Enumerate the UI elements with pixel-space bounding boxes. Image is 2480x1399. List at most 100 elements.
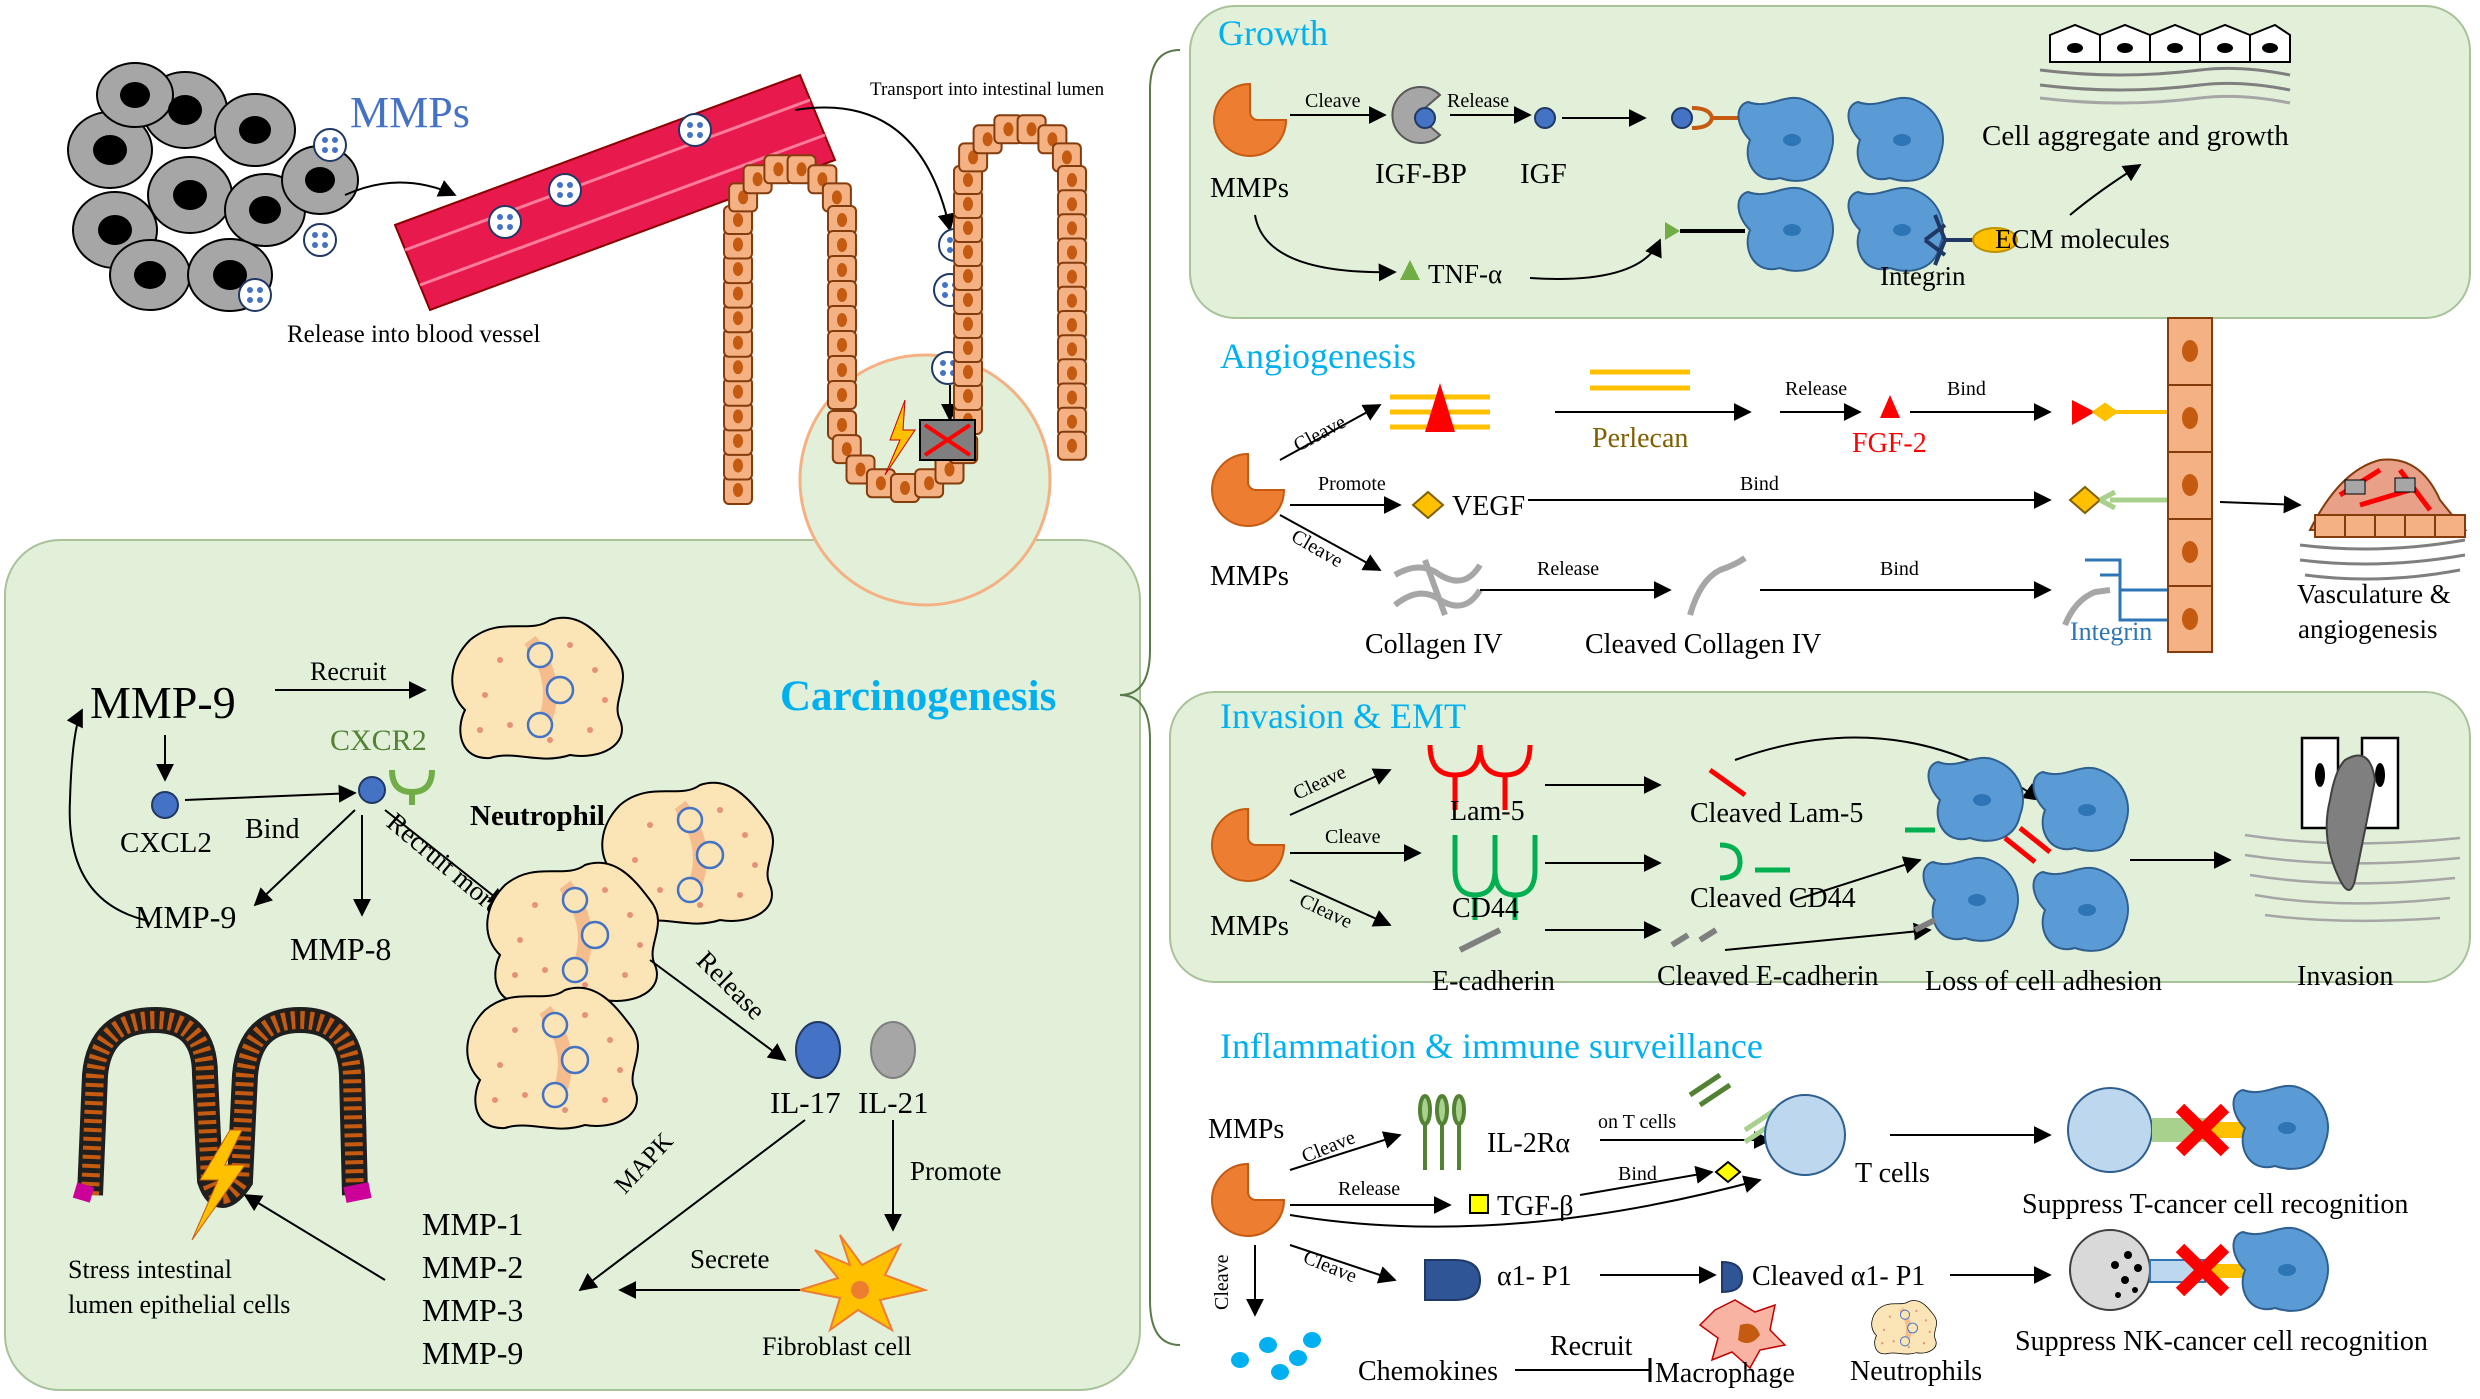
growth-title: Growth [1218, 13, 1328, 53]
growth-cell-2 [1847, 96, 1944, 182]
stress-label-1: Stress intestinal [68, 1255, 232, 1284]
cd44-label: CD44 [1452, 893, 1519, 924]
tgfb-square [1469, 1194, 1489, 1214]
inflam-cleave1-label: Cleave [1299, 1126, 1359, 1167]
crypt-epithelial-cell [827, 280, 857, 310]
angio-bind2-label: Bind [1740, 473, 1779, 495]
igfbp-label: IGF-BP [1375, 158, 1467, 190]
angio-bind3-label: Bind [1880, 558, 1919, 580]
cxcl2-ball [151, 791, 179, 819]
invasion-panel [1169, 691, 2471, 983]
neutrophil-3 [487, 863, 658, 1004]
inflam-bind-label: Bind [1618, 1163, 1657, 1185]
t-cell [1764, 1094, 1846, 1176]
invasion-cleave2-label: Cleave [1325, 826, 1381, 848]
invasion-mmps-label: MMPs [1210, 910, 1289, 942]
mmp8-label: MMP-8 [290, 931, 391, 967]
stress-label-2: lumen epithelial cells [68, 1290, 290, 1319]
brace [1119, 49, 1181, 1346]
neutrophils-label: Neutrophils [1850, 1356, 1982, 1387]
cxcl2-label: CXCL2 [120, 827, 212, 859]
collagen-iv-shape [1393, 558, 1483, 617]
vasculature-label-2: angiogenesis [2298, 614, 2437, 644]
il21-ball [870, 1021, 916, 1079]
cleaved-lam5-label: Cleaved Lam-5 [1690, 798, 1863, 829]
angio-mmps-label: MMPs [1210, 560, 1289, 592]
inflam-cleave-down-label: Cleave [1211, 1254, 1233, 1310]
invasion-cell-3 [1922, 856, 2019, 942]
crypt-epithelial-cell [827, 205, 857, 235]
chemokine-dots [1231, 1332, 1321, 1380]
ecad-shape [1458, 927, 1502, 953]
invasion-icon [2244, 736, 2461, 923]
growth-cell-3 [1737, 186, 1834, 272]
cxcr2-label: CXCR2 [330, 724, 427, 757]
vasculature-icon [2299, 458, 2468, 581]
inflam-recruit-label: Recruit [1550, 1331, 1633, 1362]
cleaved-ecad-label: Cleaved E-cadherin [1657, 961, 1879, 992]
t-cells-label: T cells [1855, 1158, 1930, 1189]
fgf2-label: FGF-2 [1852, 428, 1927, 459]
growth-cell-1 [1737, 96, 1834, 182]
a1p1-label: α1- P1 [1497, 1261, 1572, 1292]
invasion-cell-1 [1927, 756, 2024, 842]
crypt-epithelial-cell [827, 305, 857, 335]
tnf-triangle [1400, 260, 1420, 280]
loss-adhesion-label: Loss of cell adhesion [1925, 966, 2162, 997]
angio-bind1-label: Bind [1947, 378, 1986, 400]
invasion-label: Invasion [2297, 961, 2393, 992]
mmp-list-1: MMP-1 [422, 1206, 523, 1242]
cxcl2-bound-ball [358, 776, 386, 804]
stressed-crypt [72, 1006, 372, 1241]
angio-cleave2-label: Cleave [1288, 525, 1347, 572]
il17-label: IL-17 [770, 1085, 841, 1120]
mmp-shape-inflam [1211, 1163, 1285, 1237]
tgfb-label: TGF-β [1497, 1191, 1573, 1222]
vegf-label: VEGF [1452, 491, 1525, 522]
blood-vessel [393, 73, 837, 312]
angio-promote-label: Promote [1318, 473, 1386, 495]
inflam-mmps-label: MMPs [1208, 1114, 1284, 1145]
mmp9-top-label: MMP-9 [90, 677, 236, 728]
macrophage-label: Macrophage [1655, 1358, 1795, 1389]
crypt-epithelial-cell [827, 330, 857, 360]
endothelial-column [2167, 317, 2213, 653]
angio-cleave1-label: Cleave [1290, 411, 1349, 457]
il2ra-label: IL-2Rα [1487, 1128, 1570, 1159]
cleaved-collagen-label: Cleaved Collagen IV [1585, 629, 1821, 660]
angio-release2-label: Release [1537, 558, 1599, 580]
crypt-epithelial-cell [827, 230, 857, 260]
ecm-label: ECM molecules [1995, 224, 2170, 254]
inflam-cleave2-label: Cleave [1300, 1246, 1360, 1287]
growth-release-label: Release [1447, 90, 1509, 112]
collagen-label: Collagen IV [1365, 629, 1503, 660]
t-cancer-suppress-icon [2067, 1084, 2329, 1173]
crypt-epithelial-cell [827, 255, 857, 285]
vasculature-label-1: Vasculature & [2297, 579, 2451, 609]
mmp9-left-label: MMP-9 [135, 899, 236, 935]
cell-aggregate-icon [2039, 23, 2291, 105]
cleaved-collagen-shape [1687, 555, 1747, 616]
angiogenesis-title: Angiogenesis [1220, 336, 1416, 376]
ecm-molecule [1972, 227, 2018, 253]
growth-integrin-label: Integrin [1880, 261, 1966, 291]
il21-label: IL-21 [858, 1085, 929, 1120]
neutrophil-label: Neutrophil [470, 800, 605, 832]
crypt-epithelial-cell [827, 380, 857, 410]
growth-panel [1189, 5, 2471, 319]
on-t-cells-label: on T cells [1598, 1111, 1676, 1133]
fibroblast-label: Fibroblast cell [762, 1332, 911, 1361]
crypt-tumor [884, 399, 976, 476]
mmp-list-4: MMP-9 [422, 1335, 523, 1371]
chemokines-label: Chemokines [1358, 1356, 1498, 1387]
inflam-release-label: Release [1338, 1178, 1400, 1200]
invasion-cell-4 [2032, 866, 2129, 952]
macrophage-icon [1698, 1299, 1787, 1370]
cell-aggregate-label: Cell aggregate and growth [1982, 120, 2289, 152]
cleaved-cd44-label: Cleaved CD44 [1690, 883, 1856, 914]
tnf-label: TNF-α [1428, 259, 1502, 289]
carcinogenesis-label: Carcinogenesis [780, 673, 1056, 720]
mmp-shape-angio [1211, 453, 1285, 527]
inflammation-title: Inflammation & immune surveillance [1220, 1026, 1763, 1066]
